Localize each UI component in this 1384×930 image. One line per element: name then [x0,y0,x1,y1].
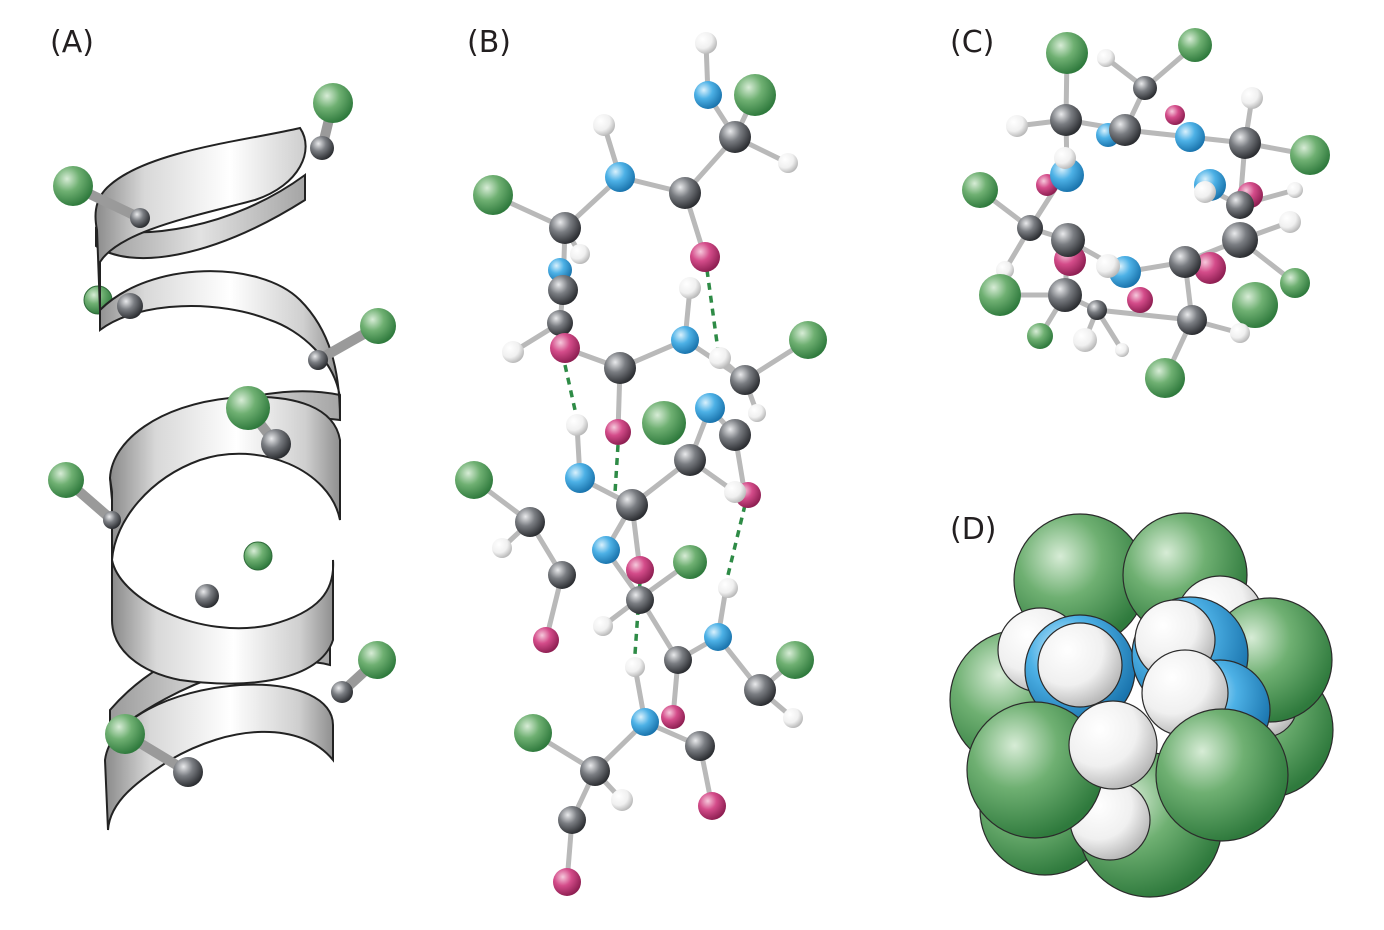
panel-label-d: (D) [950,512,997,547]
ribbon-back [95,173,306,260]
panel-label-a: (A) [50,25,94,60]
panel-d-space-filling [949,512,1334,898]
atoms-b [455,32,827,896]
hydrogen-bonds-b [563,269,747,655]
panel-a-ribbon-helix [48,83,396,831]
panel-c-axial-view [962,28,1330,398]
panel-b-ball-and-stick [455,32,827,896]
panel-label-b: (B) [467,25,511,60]
bonds-b [471,40,811,885]
carbon-atoms-a [103,136,353,787]
ribbon-front [94,126,341,421]
atoms-c [962,28,1330,398]
panel-label-c: (C) [950,25,994,60]
side-chain-atoms-a [48,83,396,754]
